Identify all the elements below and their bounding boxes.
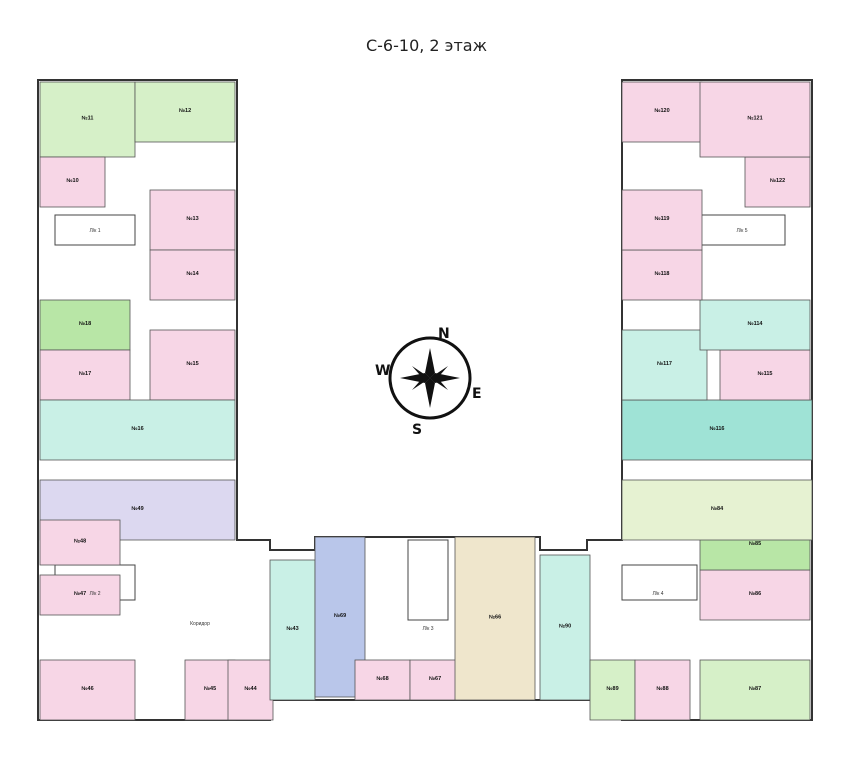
apartment-a18[interactable] bbox=[39, 299, 131, 351]
apartment-number: №121 bbox=[747, 116, 762, 122]
apartment-number: №47 bbox=[74, 591, 86, 597]
stair-cores bbox=[54, 214, 786, 621]
apartment-number: №14 bbox=[186, 271, 199, 277]
apartment-a117[interactable] bbox=[621, 329, 708, 401]
apartment-a17[interactable] bbox=[39, 349, 131, 401]
apartment-a87[interactable] bbox=[699, 659, 811, 721]
apartment-number: №68 bbox=[376, 676, 388, 682]
apartment-a121[interactable] bbox=[699, 81, 811, 158]
compass-west: W bbox=[375, 363, 390, 379]
apartment-a116[interactable] bbox=[621, 399, 813, 461]
apartment-number: №114 bbox=[747, 321, 763, 327]
apartment-number: №66 bbox=[489, 615, 501, 621]
apartment-a114[interactable] bbox=[699, 299, 811, 351]
apartment-number: №16 bbox=[131, 426, 143, 432]
apartment-a84[interactable] bbox=[621, 479, 813, 541]
compass-north: N bbox=[438, 326, 450, 342]
core-label-lk1: Л/к 1 bbox=[89, 228, 100, 234]
apartment-a67[interactable] bbox=[409, 659, 461, 701]
apartment-a88[interactable] bbox=[634, 659, 691, 721]
apartment-number: №12 bbox=[179, 108, 191, 114]
apartment-number: №17 bbox=[79, 371, 91, 377]
core-label-lk5: Л/к 5 bbox=[736, 228, 747, 234]
apartment-a15[interactable] bbox=[149, 329, 236, 401]
apartment-number: №90 bbox=[559, 624, 571, 630]
apartment-number: №49 bbox=[131, 506, 143, 512]
core-label-corridor: Коридор bbox=[190, 621, 210, 627]
apartment-a47[interactable] bbox=[39, 574, 121, 616]
apartment-number: №67 bbox=[429, 676, 441, 682]
apartment-number: №45 bbox=[204, 686, 216, 692]
apartment-number: №11 bbox=[82, 116, 94, 122]
apartment-a122[interactable] bbox=[744, 156, 811, 208]
apartment-number: №89 bbox=[606, 686, 618, 692]
apartment-number: №115 bbox=[757, 371, 772, 377]
apartment-a44[interactable] bbox=[227, 659, 274, 721]
page-title: С-6-10, 2 этаж bbox=[365, 36, 487, 55]
apartment-number: №84 bbox=[711, 506, 724, 512]
apartment-a119[interactable] bbox=[621, 189, 703, 251]
apartment-a12[interactable] bbox=[134, 81, 236, 143]
apartment-number: №117 bbox=[657, 361, 672, 367]
apartment-number: №122 bbox=[770, 178, 785, 184]
apartment-number: №88 bbox=[656, 686, 668, 692]
apartment-a46[interactable] bbox=[39, 659, 136, 721]
apartment-a120[interactable] bbox=[621, 81, 703, 143]
apartment-a89[interactable] bbox=[589, 659, 636, 721]
apartment-a68[interactable] bbox=[354, 659, 411, 701]
apartment-number: №85 bbox=[749, 541, 761, 547]
apartment-a66[interactable] bbox=[454, 536, 536, 701]
compass-rose-icon: N W E S bbox=[375, 326, 482, 438]
apartment-number: №119 bbox=[654, 216, 669, 222]
apartment-number: №86 bbox=[749, 591, 761, 597]
core-label-lk3: Л/к 3 bbox=[422, 626, 433, 632]
compass-east: E bbox=[472, 386, 482, 402]
core-label-lk4: Л/к 4 bbox=[652, 591, 663, 597]
apartment-a118[interactable] bbox=[621, 249, 703, 301]
apartment-number: №46 bbox=[81, 686, 93, 692]
apartment-number: №87 bbox=[749, 686, 761, 692]
apartment-number: №10 bbox=[66, 178, 78, 184]
apartment-number: №69 bbox=[334, 613, 346, 619]
apartment-a10[interactable] bbox=[39, 156, 106, 208]
core-label-lk2: Л/к 2 bbox=[89, 591, 100, 597]
apartment-number: №13 bbox=[186, 216, 198, 222]
apartment-a43[interactable] bbox=[269, 559, 316, 701]
apartment-number: №118 bbox=[654, 271, 669, 277]
apartment-number: №15 bbox=[186, 361, 198, 367]
apartment-number: №43 bbox=[286, 626, 298, 632]
compass-south: S bbox=[412, 422, 422, 438]
apartment-a14[interactable] bbox=[149, 249, 236, 301]
apartment-a13[interactable] bbox=[149, 189, 236, 251]
apartment-number: №18 bbox=[79, 321, 91, 327]
apartment-a16[interactable] bbox=[39, 399, 236, 461]
apartment-a48[interactable] bbox=[39, 519, 121, 566]
apartment-a86[interactable] bbox=[699, 569, 811, 621]
apartment-a11[interactable] bbox=[39, 81, 136, 158]
apartment-number: №120 bbox=[654, 108, 669, 114]
apartment-number: №48 bbox=[74, 539, 86, 545]
apartment-number: №44 bbox=[244, 686, 257, 692]
apartment-a90[interactable] bbox=[539, 554, 591, 701]
apartment-number: №116 bbox=[709, 426, 724, 432]
